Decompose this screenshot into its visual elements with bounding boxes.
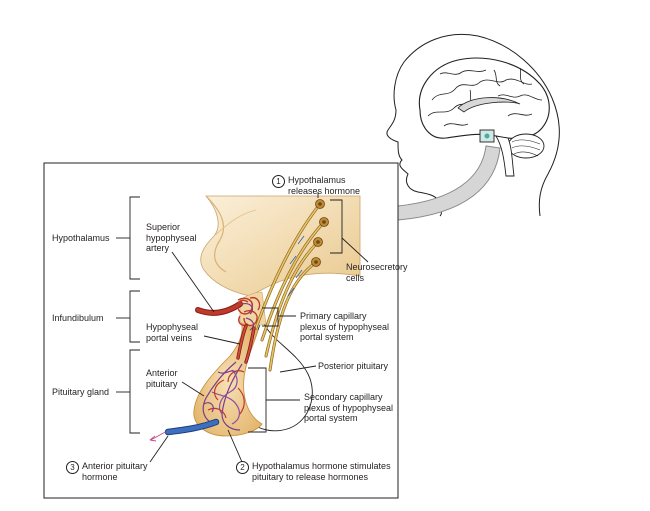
label-hypothalamus: Hypothalamus [52,233,110,243]
head-outline [386,33,560,217]
anterior-pituitary-lobe [193,316,263,437]
step-1-badge: 1 [272,175,285,188]
exiting-vein [149,418,220,442]
neurosecretory-cell-bodies [311,199,329,267]
label-pituitary-gland: Pituitary gland [52,387,110,397]
neurosecretory-axons [254,202,326,372]
step-3-badge: 3 [66,461,79,474]
label-posterior-pituitary: Posterior pituitary [318,361,389,371]
label-leaders [116,192,369,463]
corpus-callosum [457,97,521,113]
brainstem [495,135,515,177]
step-2-badge: 2 [236,461,249,474]
hormone-flow-arrows [287,235,305,297]
label-infundibulum: Infundibulum [52,313,104,323]
plexus-veins-overlay [241,303,255,331]
hypothalamus-fold [205,195,227,273]
primary-capillary-plexus [236,296,261,327]
secondary-capillary-plexus [202,361,245,431]
head-illustration [386,33,560,217]
hypophyseal-portal-veins [236,324,256,364]
